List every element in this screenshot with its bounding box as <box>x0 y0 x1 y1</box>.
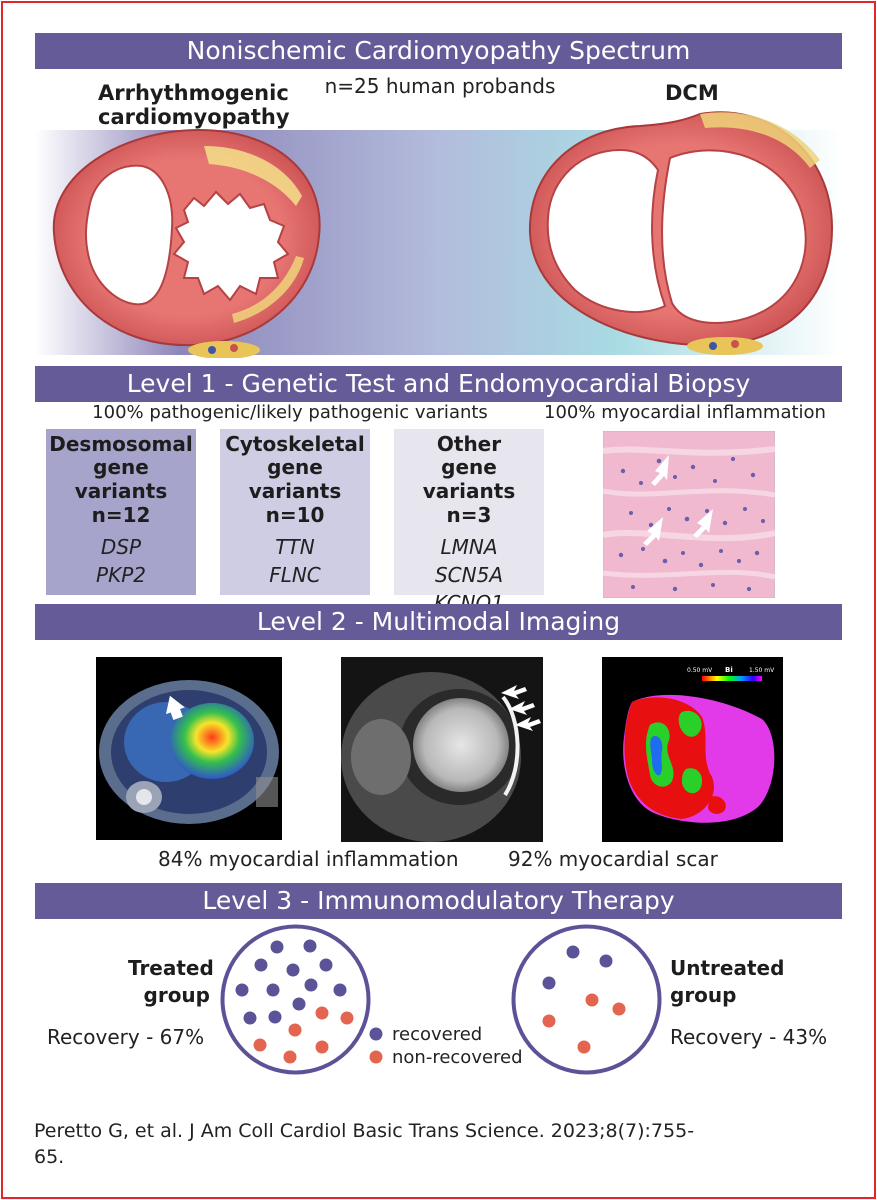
arrhythmogenic-heart-illustration <box>52 128 321 358</box>
banner-title: Nonischemic Cardiomyopathy Spectrum <box>35 33 842 69</box>
dcm-heart-illustration <box>528 111 834 355</box>
gene-name: PKP2 <box>96 563 146 587</box>
level2-title: Level 2 - Multimodal Imaging <box>35 604 842 640</box>
nonrecovered-dot <box>283 1050 297 1064</box>
recovered-dot <box>542 976 556 990</box>
nonrecovered-dot <box>340 1011 354 1025</box>
variants-caption: 100% pathogenic/likely pathogenic varian… <box>92 402 488 423</box>
cardiac-mri-image <box>341 657 543 842</box>
electroanatomic-map-image: 0.50 mV Bi 1.50 mV <box>602 657 783 842</box>
group-title-line2: gene variants <box>74 455 168 503</box>
recovered-dots <box>235 939 347 1025</box>
map-scale-max: 1.50 mV <box>749 667 775 674</box>
group-title-line2: gene variants <box>248 455 342 503</box>
imaging-scar-caption: 92% myocardial scar <box>508 847 718 871</box>
group-title-line2: gene variants <box>422 455 516 503</box>
recovered-dot <box>243 1011 257 1025</box>
treated-group-circle <box>220 924 371 1075</box>
arrhythmogenic-label-line1: Arrhythmogenic <box>98 81 289 105</box>
legend-nonrecovered-dot <box>369 1050 383 1064</box>
gene-name: LMNA <box>440 535 498 559</box>
untreated-recovery: Recovery - 43% <box>670 1025 828 1049</box>
untreated-group-label: Untreated group <box>670 955 784 1009</box>
legend-recovered-dot <box>369 1027 383 1041</box>
group-title-line1: Other <box>436 432 502 456</box>
recovered-dot <box>333 983 347 997</box>
recovered-dot <box>270 940 284 954</box>
legend-nonrecovered-label: non-recovered <box>392 1047 523 1068</box>
recovered-dot <box>235 983 249 997</box>
group-count: n=3 <box>446 503 492 527</box>
desmosomal-group-box: Desmosomal gene variants n=12 DSP PKP2 <box>46 429 196 595</box>
recovered-dot <box>254 958 268 972</box>
nonrecovered-dot <box>253 1038 267 1052</box>
treated-recovery: Recovery - 67% <box>47 1025 205 1049</box>
recovered-dot <box>304 978 318 992</box>
biopsy-histology-image <box>603 431 775 598</box>
level1-title: Level 1 - Genetic Test and Endomyocardia… <box>35 366 842 402</box>
cytoskeletal-group-box: Cytoskeletal gene variants n=10 TTN FLNC <box>220 429 370 595</box>
citation-line1: Peretto G, et al. J Am Coll Cardiol Basi… <box>34 1120 695 1142</box>
arrhythmogenic-label: Arrhythmogenic cardiomyopathy <box>98 81 290 129</box>
other-group-box: Other gene variants n=3 LMNA SCN5A KCNQ1 <box>394 429 544 615</box>
gene-name: DSP <box>100 535 142 559</box>
nonrecovered-dot <box>315 1006 329 1020</box>
nonrecovered-dot <box>585 993 599 1007</box>
nonrecovered-dot <box>315 1040 329 1054</box>
arrhythmogenic-label-line2: cardiomyopathy <box>98 105 290 129</box>
recovered-dot <box>268 1010 282 1024</box>
group-title-line1: Desmosomal <box>49 432 193 456</box>
nonrecovered-dot <box>612 1002 626 1016</box>
recovered-dot <box>286 963 300 977</box>
group-count: n=10 <box>265 503 325 527</box>
treated-label-line2: group <box>143 983 210 1007</box>
nonrecovered-dots <box>542 993 626 1054</box>
legend-recovered-label: recovered <box>392 1024 483 1045</box>
dcm-label: DCM <box>665 81 719 105</box>
map-scale-min: 0.50 mV <box>687 667 713 674</box>
recovered-dot <box>599 954 613 968</box>
gene-name: SCN5A <box>434 563 504 587</box>
recovered-dot <box>319 958 333 972</box>
nonrecovered-dot <box>542 1014 556 1028</box>
recovered-dot <box>303 939 317 953</box>
recovered-dot <box>292 997 306 1011</box>
untreated-group-circle <box>511 924 662 1075</box>
legend-markers <box>369 1027 383 1064</box>
treated-label-line1: Treated <box>128 956 214 980</box>
gene-name: FLNC <box>269 563 321 587</box>
nonrecovered-dot <box>288 1023 302 1037</box>
map-color-scale <box>702 676 762 681</box>
biopsy-caption: 100% myocardial inflammation <box>544 402 826 423</box>
map-scale-label: Bi <box>725 666 733 674</box>
probands-label: n=25 human probands <box>324 74 556 98</box>
imaging-inflammation-caption: 84% myocardial inflammation <box>158 847 459 871</box>
recovered-dots <box>542 945 613 990</box>
gene-name: TTN <box>275 535 315 559</box>
untreated-label-line1: Untreated <box>670 956 785 980</box>
untreated-label-line2: group <box>670 983 737 1007</box>
group-title-line1: Cytoskeletal <box>225 432 365 456</box>
pet-ct-image <box>96 657 282 840</box>
citation: Peretto G, et al. J Am Coll Cardiol Basi… <box>34 1118 694 1170</box>
treated-group-label: Treated group <box>128 955 214 1009</box>
citation-line2: 65. <box>34 1146 65 1168</box>
level3-title: Level 3 - Immunomodulatory Therapy <box>35 883 842 919</box>
nonrecovered-dot <box>577 1040 591 1054</box>
group-count: n=12 <box>91 503 151 527</box>
nonrecovered-dots <box>253 1006 354 1064</box>
recovered-dot <box>266 983 280 997</box>
recovered-dot <box>566 945 580 959</box>
